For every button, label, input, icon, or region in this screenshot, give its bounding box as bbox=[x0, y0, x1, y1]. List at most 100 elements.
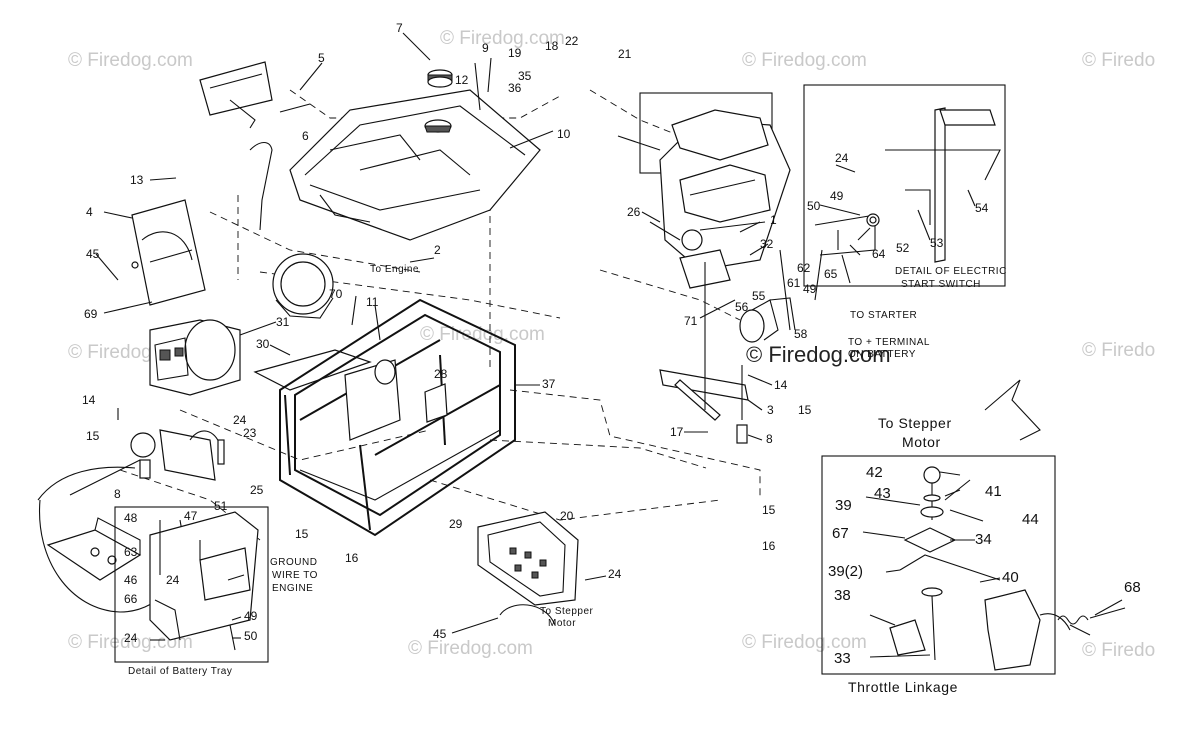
control-panel bbox=[477, 511, 579, 626]
callout-37: 37 bbox=[542, 377, 556, 391]
label-to-terminal: TO + TERMINAL bbox=[848, 337, 930, 348]
callout-6: 6 bbox=[302, 129, 309, 143]
watermark: © Firedog.com bbox=[408, 638, 533, 659]
callout-26: 26 bbox=[627, 205, 641, 219]
callout-45: 45 bbox=[433, 627, 447, 641]
callout-55: 55 bbox=[752, 289, 766, 303]
watermark-dark: © Firedog.com bbox=[746, 342, 891, 367]
callout-18: 18 bbox=[545, 39, 559, 53]
callout-52: 52 bbox=[896, 241, 910, 255]
callout-24: 24 bbox=[608, 567, 622, 581]
engine bbox=[639, 92, 791, 289]
spring bbox=[1057, 607, 1126, 625]
end-panel bbox=[131, 199, 206, 306]
callout-28: 28 bbox=[434, 367, 448, 381]
callout-62: 62 bbox=[797, 261, 811, 275]
callout-20: 20 bbox=[560, 509, 574, 523]
callout-8: 8 bbox=[766, 432, 773, 446]
callout-49: 49 bbox=[244, 609, 258, 623]
callout-41: 41 bbox=[985, 483, 1002, 500]
callout-45: 45 bbox=[86, 247, 100, 261]
throttle-linkage-detail bbox=[821, 379, 1091, 675]
callout-33: 33 bbox=[834, 650, 851, 667]
callout-22: 22 bbox=[565, 34, 579, 48]
label-to-engine: To Engine bbox=[370, 264, 419, 275]
watermark: © Firedog.com bbox=[742, 632, 867, 653]
callout-71: 71 bbox=[684, 314, 698, 328]
callout-25: 25 bbox=[250, 483, 264, 497]
callout-43: 43 bbox=[874, 485, 891, 502]
callout-32: 32 bbox=[760, 237, 774, 251]
fuel-tank-cover bbox=[289, 89, 541, 241]
callout-50: 50 bbox=[807, 199, 821, 213]
callout-51: 51 bbox=[214, 499, 228, 513]
callout-16: 16 bbox=[345, 551, 359, 565]
callout-23: 23 bbox=[243, 426, 257, 440]
callout-15: 15 bbox=[86, 429, 100, 443]
callout-15: 15 bbox=[798, 403, 812, 417]
callout-44: 44 bbox=[1022, 511, 1039, 528]
callout-16: 16 bbox=[762, 539, 776, 553]
callout-56: 56 bbox=[735, 300, 749, 314]
callout-14: 14 bbox=[774, 378, 788, 392]
watermark: © Firedo bbox=[1082, 640, 1155, 661]
engine-mounts bbox=[659, 249, 791, 444]
watermark: © Firedo bbox=[1082, 340, 1155, 361]
callout-42: 42 bbox=[866, 464, 883, 481]
label-throttle-linkage: Throttle Linkage bbox=[848, 679, 958, 695]
stator-ring bbox=[272, 253, 334, 319]
callout-54: 54 bbox=[975, 201, 989, 215]
watermark: © Firedog.com bbox=[68, 632, 193, 653]
label-detail-battery-tray: Detail of Battery Tray bbox=[128, 666, 232, 677]
callout-35: 35 bbox=[518, 69, 532, 83]
battery-tray-detail bbox=[114, 506, 269, 663]
callout-64: 64 bbox=[872, 247, 886, 261]
callout-15: 15 bbox=[762, 503, 776, 517]
watermarks: © Firedog.com © Firedog.com © Firedog.co… bbox=[68, 28, 1155, 661]
callout-48: 48 bbox=[124, 511, 138, 525]
callout-31: 31 bbox=[276, 315, 290, 329]
callout-15: 15 bbox=[295, 527, 309, 541]
callout-24: 24 bbox=[233, 413, 247, 427]
callout-1: 1 bbox=[770, 213, 777, 227]
callout-39: 39 bbox=[835, 497, 852, 514]
callout-numbers: 7 5 6 9 12 10 19 18 22 21 35 36 13 4 45 … bbox=[82, 21, 1141, 695]
callout-63: 63 bbox=[124, 545, 138, 559]
callout-69: 69 bbox=[84, 307, 98, 321]
callout-46: 46 bbox=[124, 573, 138, 587]
callout-14: 14 bbox=[82, 393, 96, 407]
leader-lines bbox=[95, 32, 1123, 658]
callout-3: 3 bbox=[767, 403, 774, 417]
callout-68: 68 bbox=[1124, 579, 1141, 596]
callout-70: 70 bbox=[329, 287, 343, 301]
watermark: © Firedog.com bbox=[440, 28, 565, 49]
callout-67: 67 bbox=[832, 525, 849, 542]
watermark: © Firedo bbox=[1082, 50, 1155, 71]
callout-2: 2 bbox=[434, 243, 441, 257]
callout-58: 58 bbox=[794, 327, 808, 341]
watermark: © Firedog.com bbox=[742, 50, 867, 71]
callout-49: 49 bbox=[803, 282, 817, 296]
label-to-starter: TO STARTER bbox=[850, 310, 917, 321]
callout-53: 53 bbox=[930, 236, 944, 250]
callout-10: 10 bbox=[557, 127, 571, 141]
label-stepper-top: To Stepper bbox=[878, 415, 952, 431]
label-ground-wire: GROUND bbox=[270, 557, 317, 568]
label-detail-electric-start: DETAIL OF ELECTRIC bbox=[895, 266, 1007, 277]
callout-9: 9 bbox=[482, 41, 489, 55]
callout-21: 21 bbox=[618, 47, 632, 61]
callout-61: 61 bbox=[787, 276, 801, 290]
callout-65: 65 bbox=[824, 267, 838, 281]
callout-13: 13 bbox=[130, 173, 144, 187]
callout-11: 11 bbox=[366, 295, 379, 309]
label-ground-wire: ENGINE bbox=[272, 583, 313, 594]
callout-36: 36 bbox=[508, 81, 522, 95]
label-to-stepper: To Stepper bbox=[540, 606, 594, 617]
callout-50: 50 bbox=[244, 629, 258, 643]
callout-5: 5 bbox=[318, 51, 325, 65]
callout-66: 66 bbox=[124, 592, 138, 606]
left-hardware bbox=[69, 408, 225, 496]
callout-39-2: 39(2) bbox=[828, 563, 863, 580]
